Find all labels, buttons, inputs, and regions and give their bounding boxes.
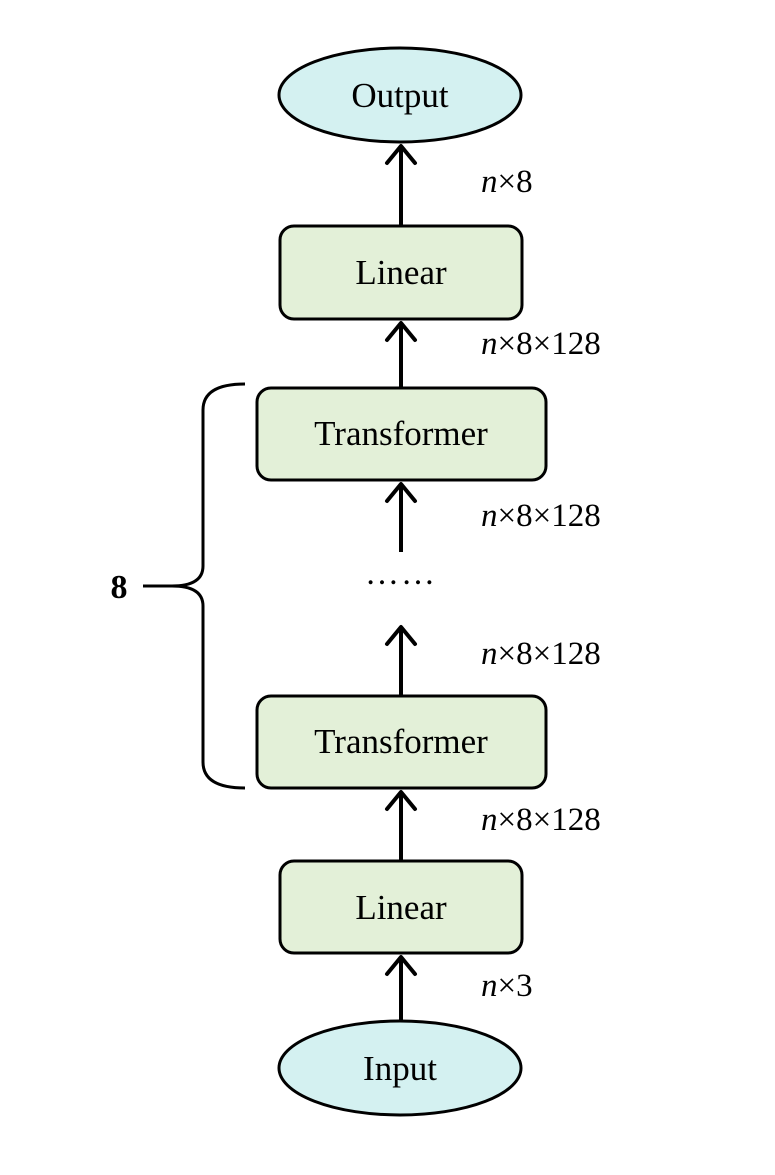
transformer-top-node: Transformer <box>255 386 548 482</box>
output-dim-label: n×8 <box>481 164 533 200</box>
input-label: Input <box>363 1049 437 1088</box>
linear-bottom-label: Linear <box>355 888 447 927</box>
linear-top-label: Linear <box>355 253 447 292</box>
repeat-count-label: 8 <box>111 569 128 606</box>
linear-bottom-node: Linear <box>278 859 524 955</box>
arrow-input-to-linear <box>385 955 417 1021</box>
arrow-linear-to-transformer <box>385 790 417 861</box>
transformer-top-dim-label: n×8×128 <box>481 498 601 534</box>
arrow-linear-to-output <box>385 144 417 226</box>
transformer-bottom-dim-label: n×8×128 <box>481 636 601 672</box>
transformer-top-label: Transformer <box>314 414 488 453</box>
repeat-brace <box>143 382 246 790</box>
arrow-transformer-to-linear <box>385 321 417 388</box>
ellipsis-label: …… <box>365 555 437 592</box>
linear-bottom-dim-label: n×8×128 <box>481 802 601 838</box>
arrow-ellipsis-to-transformer-top <box>385 482 417 552</box>
output-label: Output <box>351 76 449 115</box>
transformer-bottom-node: Transformer <box>255 694 548 790</box>
linear-top-dim-label: n×8×128 <box>481 326 601 362</box>
linear-top-node: Linear <box>278 224 524 321</box>
input-dim-label: n×3 <box>481 968 533 1004</box>
arrow-transformer-bottom-to-ellipsis <box>385 625 417 696</box>
output-node: Output <box>277 46 523 144</box>
transformer-bottom-label: Transformer <box>314 722 488 761</box>
input-node: Input <box>277 1019 523 1117</box>
